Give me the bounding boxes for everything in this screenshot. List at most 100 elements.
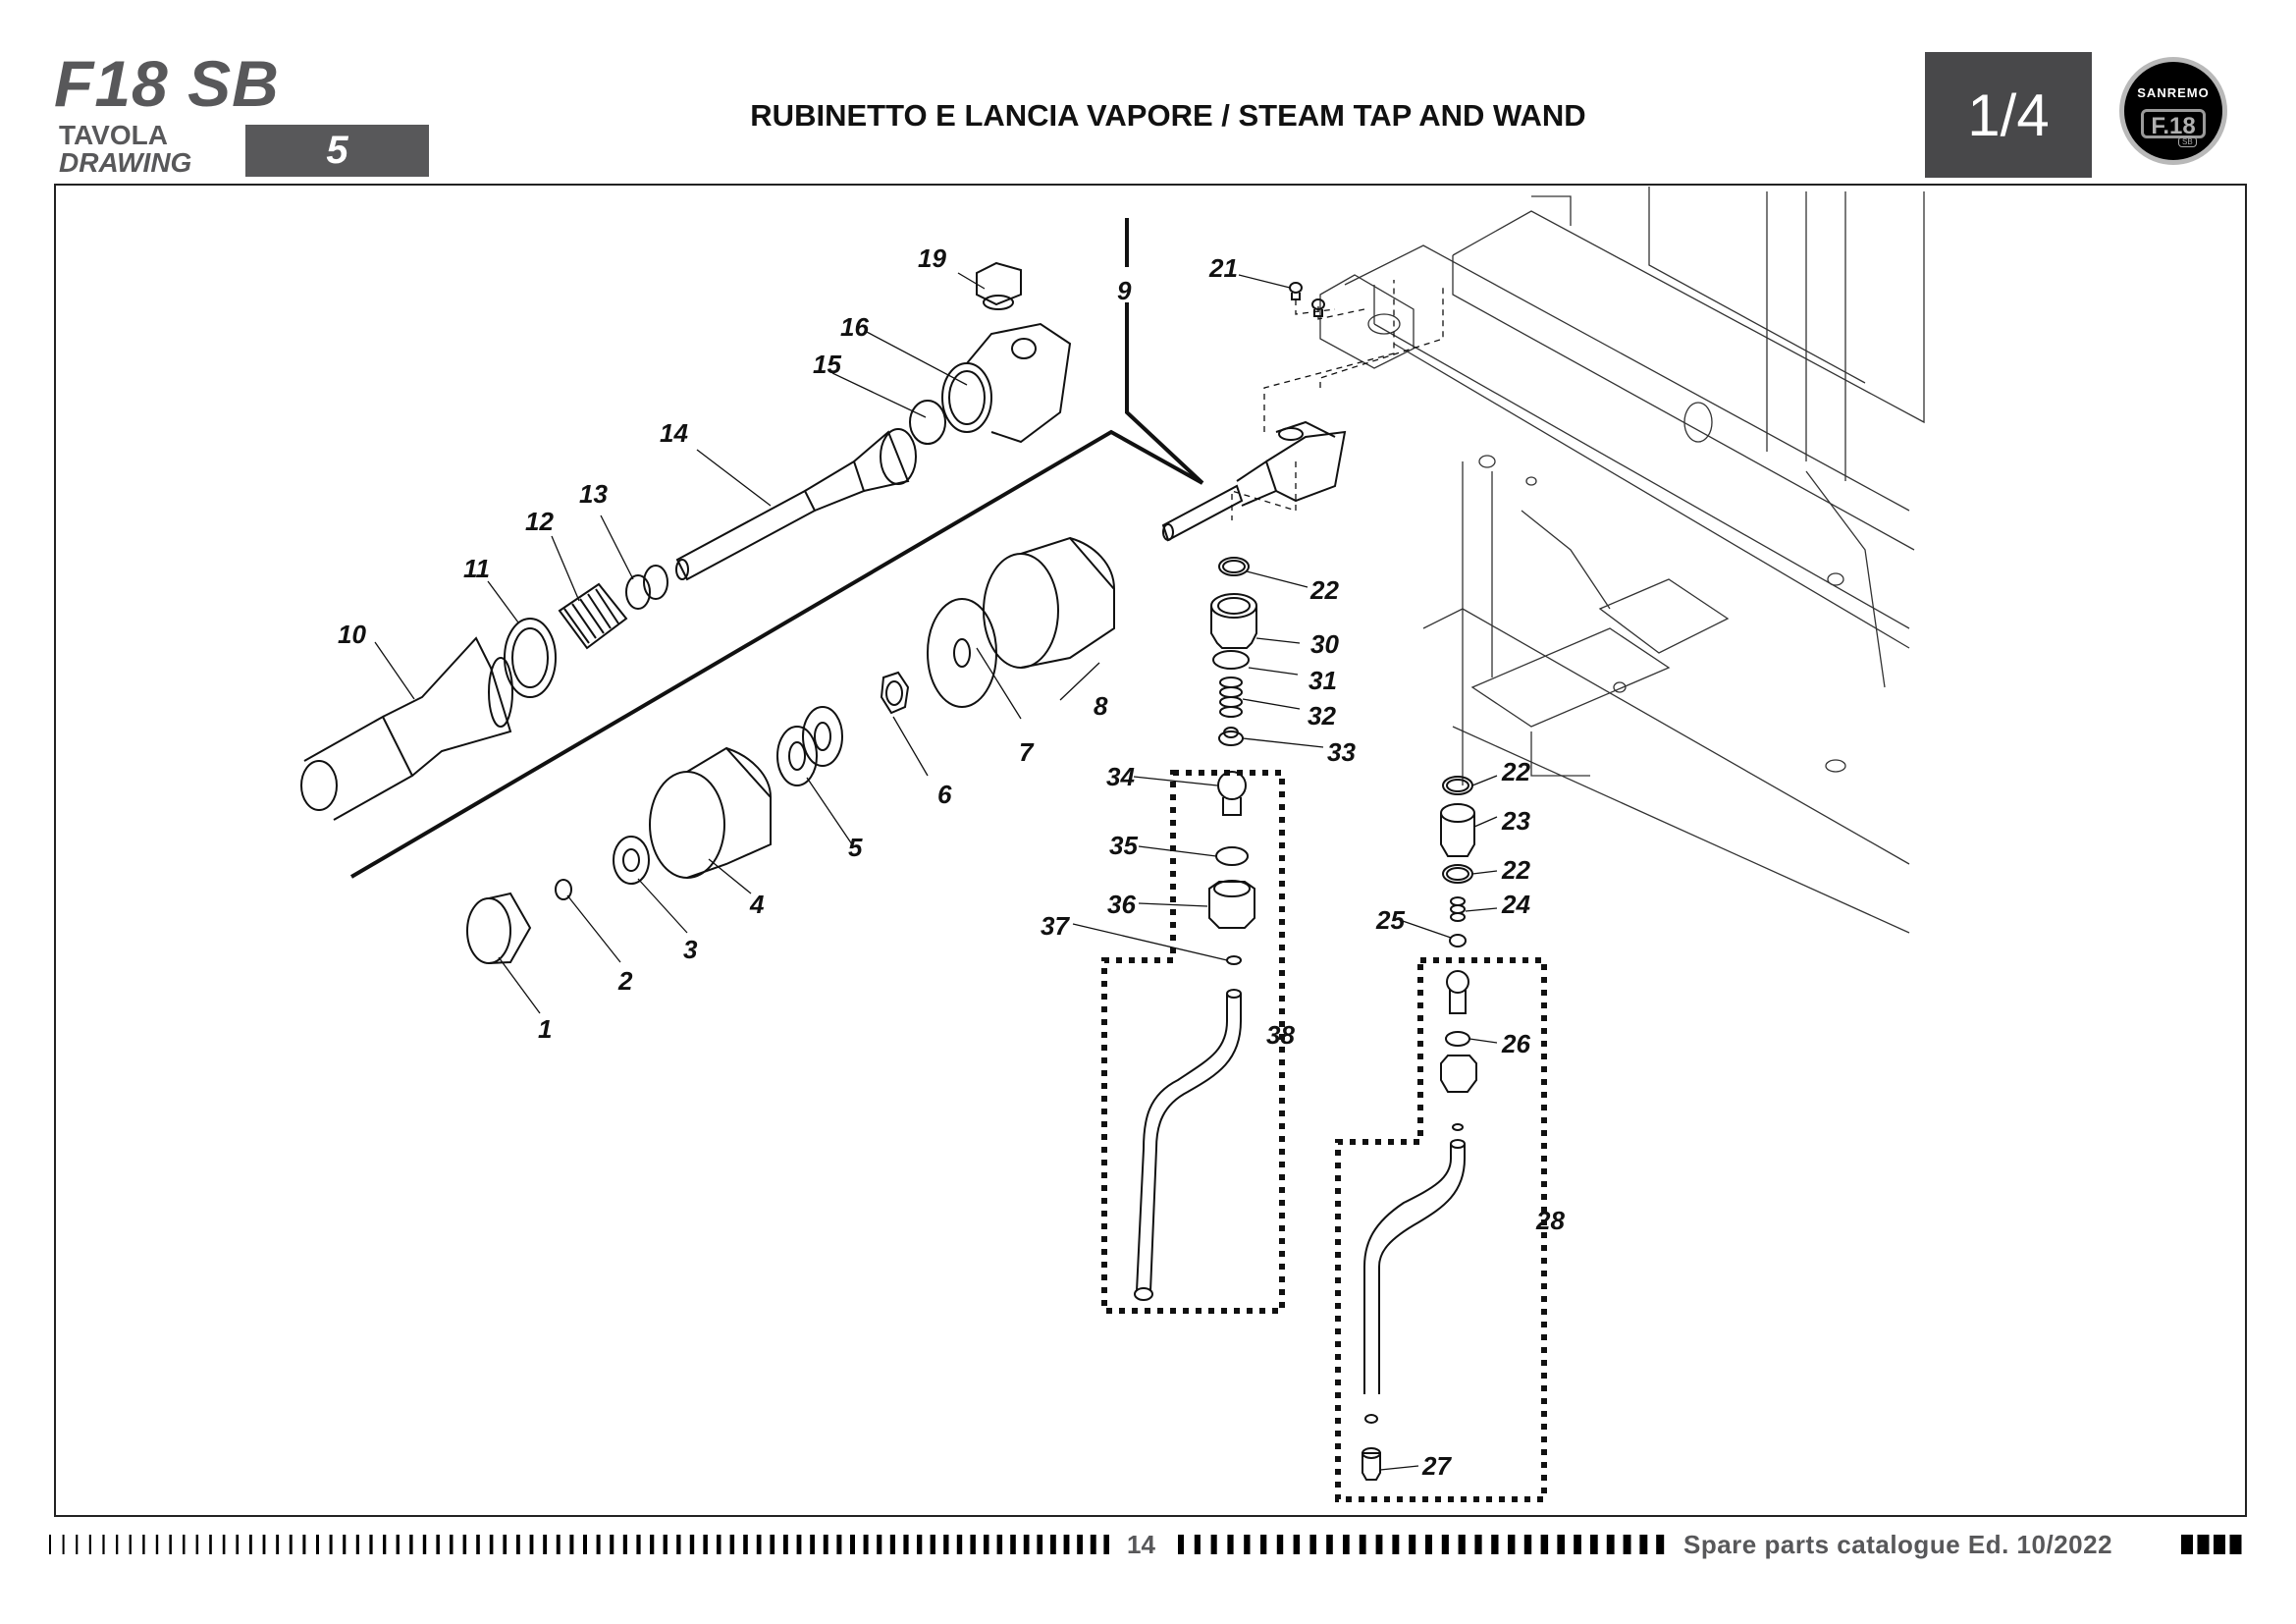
footer-bar [1441,1535,1449,1554]
callout-16: 16 [840,312,869,342]
part-5-washer-a [776,726,818,786]
footer-bar [2214,1535,2225,1554]
part-13-washer-b [643,565,668,600]
assembly-guide-lines [1231,280,1444,520]
footer-bar [316,1535,319,1554]
group-38-parts [1134,771,1255,1301]
part-7-disc [927,598,997,708]
callout-12: 12 [525,507,554,536]
footer-bar [1090,1535,1096,1554]
part-1-cap [466,897,511,964]
logo-brand: SANREMO [2137,85,2210,100]
footer-bar [329,1535,333,1554]
group-38-boundary [1101,770,1285,1314]
part-10-tap-body [300,636,513,821]
page-title: RUBINETTO E LANCIA VAPORE / STEAM TAP AN… [750,98,1586,133]
footer-bar [369,1535,373,1554]
part-36-nut [1208,880,1255,929]
footer-bar [195,1535,199,1554]
part-19-cap [976,261,1022,310]
callout-3: 3 [683,935,698,964]
footer-bar [476,1535,480,1554]
footer-bar [583,1535,587,1554]
footer-bar [529,1535,534,1554]
machine-chassis [1319,187,1925,934]
footer-bar [343,1535,347,1554]
footer-bar [2181,1535,2193,1554]
part-3-bearing [613,836,650,885]
tap-parts [300,261,1072,821]
footer-bar [249,1535,252,1554]
footer-bar [1639,1535,1648,1554]
footer-bar [116,1535,119,1554]
drawing-number: 5 [326,129,348,172]
footer-bar [450,1535,454,1554]
callout-36: 36 [1107,890,1136,919]
footer-bar [996,1535,1003,1554]
callout-14: 14 [660,418,688,448]
callout-25: 25 [1375,905,1405,935]
footer-bar [783,1535,788,1554]
footer-bar [663,1535,667,1554]
part-23-fitting [1440,803,1475,857]
footer-bar [1037,1535,1043,1554]
footer-bar [62,1535,65,1554]
callout-21: 21 [1208,253,1238,283]
footer-bar [850,1535,855,1554]
footer-bar [102,1535,105,1554]
model-title: F18 SB [54,47,280,120]
footer-bar [142,1535,145,1554]
callout-38: 38 [1266,1020,1295,1050]
footer-bar [1606,1535,1615,1554]
callout-9: 9 [1117,276,1132,305]
footer-bar [1244,1535,1251,1554]
sheet-indicator: 1/4 [1925,52,2092,178]
footer-bar [1574,1535,1581,1554]
footer-bar [262,1535,266,1554]
footer-bar [2197,1535,2210,1554]
footer-bar [1050,1535,1056,1554]
part-12-spring [558,582,628,650]
group-9-bracket [349,218,1204,879]
footer-bar [1523,1535,1532,1554]
part-37-oring [1226,955,1242,965]
footer-barcode-middle [1178,1535,1665,1554]
callout-13: 13 [579,479,608,509]
logo-model: F.18 [2141,109,2206,139]
footer-bar [88,1535,91,1554]
callout-23: 23 [1501,806,1530,836]
footer-bar [810,1535,815,1554]
footer-bar [209,1535,212,1554]
callout-22-right-bottom: 22 [1501,855,1530,885]
footer-bar [1023,1535,1030,1554]
callout-10: 10 [338,620,366,649]
footer-bar [396,1535,400,1554]
footer-bar [1656,1535,1665,1554]
footer-bar [183,1535,186,1554]
callout-11: 11 [463,554,490,583]
part-13-washer-a [625,574,651,610]
footer-bar [1326,1535,1333,1554]
footer-bar [1409,1535,1416,1554]
part-14-stem [675,428,917,581]
footer-bar [703,1535,708,1554]
part-11-washer-inner [511,627,549,688]
footer-bar [984,1535,989,1554]
footer-bar [863,1535,869,1554]
footer-bar [823,1535,828,1554]
footer-bar [409,1535,413,1554]
callout-26: 26 [1501,1029,1530,1058]
callout-4: 4 [749,890,765,919]
part-15-seal [909,400,946,445]
footer-bar [2229,1535,2242,1554]
drawing-label: DRAWING [59,147,192,178]
footer-bar [689,1535,695,1554]
footer-bar [462,1535,467,1554]
callout-27: 27 [1421,1451,1452,1481]
footer-bar [1474,1535,1482,1554]
footer-bar [543,1535,548,1554]
footer-bar [155,1535,159,1554]
footer-bar [76,1535,79,1554]
footer-bar [49,1535,51,1554]
callout-37: 37 [1041,911,1070,941]
